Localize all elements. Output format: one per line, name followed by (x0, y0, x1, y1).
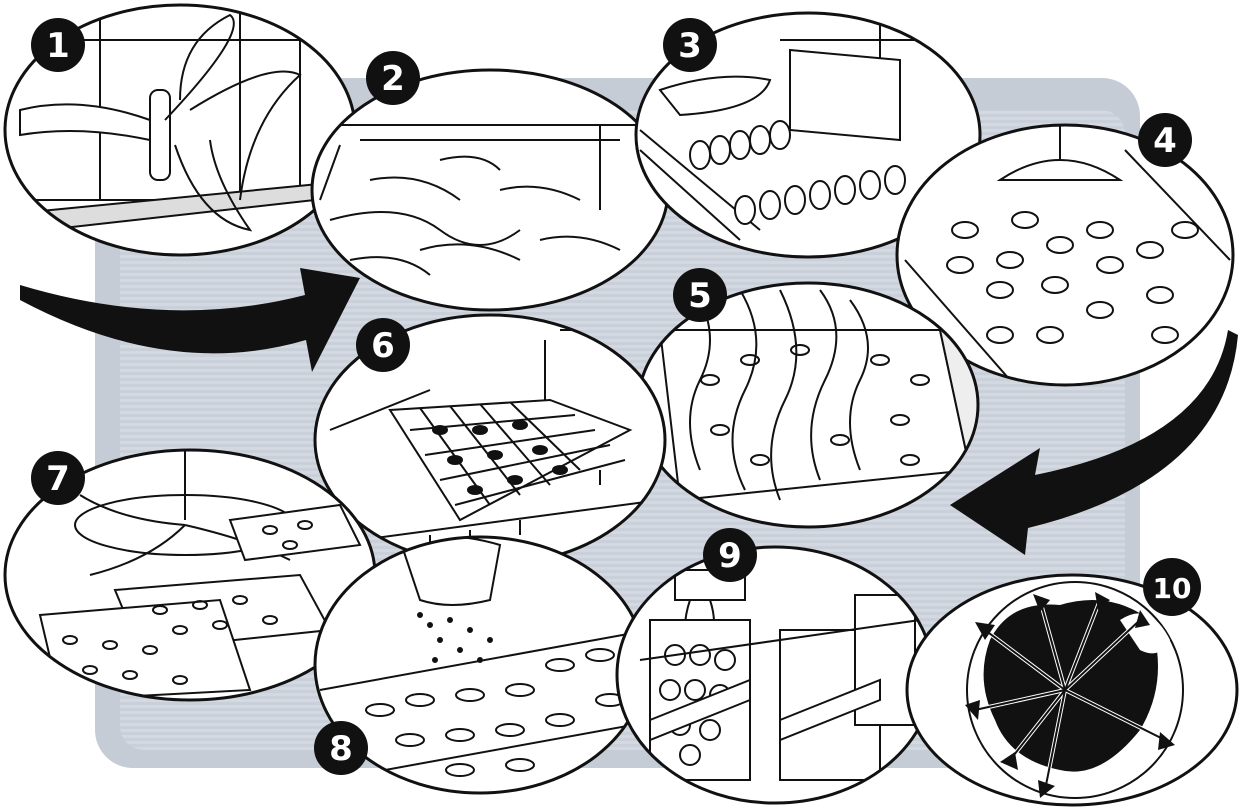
step-badge-5: 5 (673, 268, 727, 322)
step-number: 2 (381, 59, 405, 99)
step-badge-1: 1 (31, 18, 85, 72)
step-number: 5 (688, 276, 712, 316)
step-badge-4: 4 (1138, 113, 1192, 167)
step-badge-2: 2 (366, 51, 420, 105)
step-badge-10: 10 (1143, 558, 1201, 616)
step-2-panel (310, 70, 680, 310)
step-9-panel (617, 547, 933, 803)
step-badge-7: 7 (31, 451, 85, 505)
step-number: 6 (371, 326, 395, 366)
step-badge-6: 6 (356, 318, 410, 372)
flow-arrow-left (20, 268, 360, 372)
step-number: 10 (1153, 572, 1192, 605)
step-number: 9 (718, 536, 742, 576)
step-number: 8 (329, 729, 353, 769)
step-badge-9: 9 (703, 528, 757, 582)
step-number: 3 (678, 26, 702, 66)
step-badge-3: 3 (663, 18, 717, 72)
step-number: 4 (1153, 121, 1177, 161)
step-number: 1 (46, 26, 70, 66)
step-badge-8: 8 (314, 721, 368, 775)
step-number: 7 (46, 459, 70, 499)
